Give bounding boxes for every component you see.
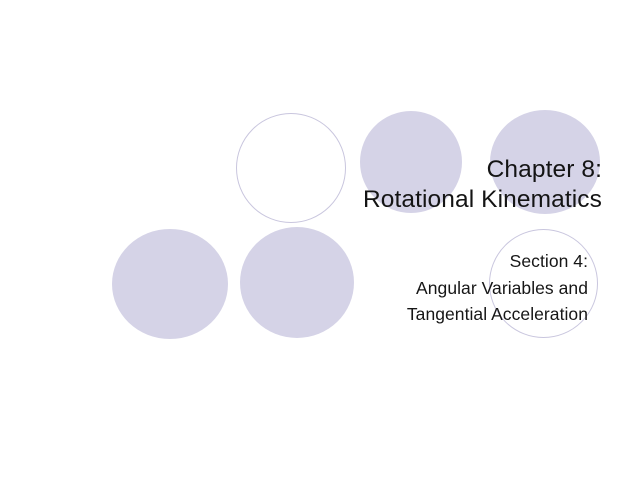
subtitle-line-2: Angular Variables and [416, 277, 588, 298]
slide-title: Chapter 8: Rotational Kinematics [40, 155, 602, 215]
subtitle-line-3: Tangential Acceleration [406, 304, 588, 324]
title-line-2: Rotational Kinematics [362, 186, 602, 213]
title-line-1: Chapter 8: [486, 156, 602, 183]
subtitle-line-1: Section 4: [509, 251, 588, 271]
slide-subtitle: Section 4: Angular Variables and Tangent… [40, 248, 588, 328]
